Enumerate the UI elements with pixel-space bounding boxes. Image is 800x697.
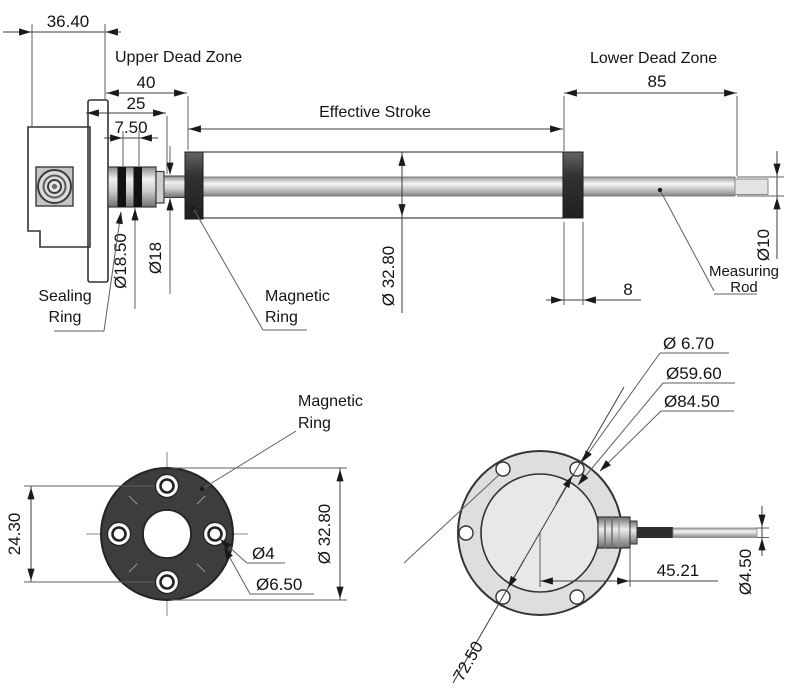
label-magnetic-ring-front-line2: Ring	[298, 415, 331, 432]
callout-magnetic-ring-side: Magnetic Ring	[190, 205, 330, 331]
callout-flange-od: Ø84.50	[599, 392, 734, 472]
dim-lower-dead-zone: 85	[564, 72, 738, 176]
dim-head-width: 36.40	[3, 12, 121, 126]
label-upper-dead-zone: Upper Dead Zone	[115, 49, 242, 66]
dim-text-84-50: Ø84.50	[664, 392, 720, 411]
rod-tip	[734, 178, 769, 195]
callout-magnetic-ring-front: Magnetic Ring	[199, 393, 363, 492]
bolt-circle-ticks	[128, 495, 206, 573]
dim-text-85: 85	[648, 72, 667, 91]
dim-ring-od: Ø 32.80	[171, 467, 347, 601]
label-magnetic-ring-front-line1: Magnetic	[298, 393, 363, 410]
label-lower-dead-zone: Lower Dead Zone	[590, 50, 717, 67]
magnet-center-hole	[142, 509, 192, 559]
mounting-flange-plate	[87, 99, 109, 283]
dim-text-10: Ø10	[754, 229, 773, 261]
magnetic-ring-upper	[184, 151, 204, 220]
label-measuring-rod-line1: Measuring	[709, 263, 779, 280]
dim-ring-width: 8	[546, 222, 641, 305]
side-view: 36.40 Upper Dead Zone 40 25 7.50	[3, 12, 784, 332]
dim-text-32-80: Ø 32.80	[379, 246, 398, 307]
measuring-rod	[185, 176, 736, 197]
dim-text-6-50: Ø6.50	[256, 575, 302, 594]
callout-measuring-rod: Measuring Rod	[657, 187, 779, 296]
connector-collar	[629, 520, 638, 545]
dim-text-4-50: Ø4.50	[736, 549, 755, 595]
flange-rear-view: 72.50 45.21 Ø4.50	[403, 334, 769, 684]
callout-bolt-hole-d: Ø 6.70	[581, 334, 729, 463]
dim-text-36-40: 36.40	[47, 12, 90, 31]
dim-text-8: 8	[623, 280, 632, 299]
dim-cable-od: Ø4.50	[736, 506, 769, 595]
shaft-step	[155, 170, 165, 204]
connector-body	[597, 516, 631, 549]
label-magnetic-ring-side-line2: Ring	[265, 309, 298, 326]
dim-shaft-od: Ø18	[146, 146, 174, 294]
dim-text-ring-32-80: Ø 32.80	[315, 504, 334, 565]
dim-upper-dead-zone: 40	[106, 73, 189, 150]
callout-hole-id: Ø4	[219, 538, 285, 564]
cable-connector	[597, 516, 758, 549]
dim-seal-gap: 7.50	[104, 118, 158, 166]
label-magnetic-ring-side-line1: Magnetic	[265, 288, 330, 305]
label-effective-stroke: Effective Stroke	[319, 104, 431, 121]
shaft-neck	[163, 175, 187, 198]
label-sealing-ring-line2: Ring	[49, 309, 82, 326]
dim-text-6-70: Ø 6.70	[663, 334, 714, 353]
cable	[672, 527, 758, 538]
magnet-bolt-holes	[106, 473, 228, 595]
dim-text-72-50: 72.50	[449, 638, 487, 684]
dim-housing-od: Ø 32.80	[379, 152, 406, 313]
label-measuring-rod-line2: Rod	[730, 279, 758, 296]
dim-text-25: 25	[127, 94, 146, 113]
connector-ring-mid	[42, 174, 67, 199]
dim-text-24-30: 24.30	[5, 513, 24, 556]
dim-text-18: Ø18	[146, 242, 165, 274]
magnetic-ring-lower	[562, 151, 584, 219]
connector-pin	[51, 183, 58, 190]
sealing-ring-1	[117, 167, 126, 207]
dim-text-59-60: Ø59.60	[666, 364, 722, 383]
label-sealing-ring-line1: Sealing	[38, 288, 91, 305]
dim-effective-stroke: Effective Stroke	[188, 96, 565, 151]
dim-rod-od: Ø10	[737, 151, 784, 261]
callout-pilot-d: Ø59.60	[577, 364, 735, 486]
dim-text-45-21: 45.21	[657, 561, 700, 580]
cable-boot	[637, 527, 673, 538]
dim-hole-spacing: 24.30	[5, 485, 154, 583]
dim-center-to-cable: 45.21	[539, 533, 718, 587]
dim-text-7-50: 7.50	[114, 118, 147, 137]
dim-text-40: 40	[137, 73, 156, 92]
magnetic-ring-front-view: 24.30 Ø 32.80 Ø4 Ø6.50 Magnetic Ring	[5, 393, 363, 616]
dim-text-4: Ø4	[252, 544, 275, 563]
callout-sealing-ring: Sealing Ring	[38, 211, 123, 332]
seal-shaft	[107, 166, 157, 208]
sensor-head-body	[27, 126, 91, 248]
sealing-ring-2	[133, 167, 142, 207]
callout-hole-csk: Ø6.50	[223, 546, 314, 595]
